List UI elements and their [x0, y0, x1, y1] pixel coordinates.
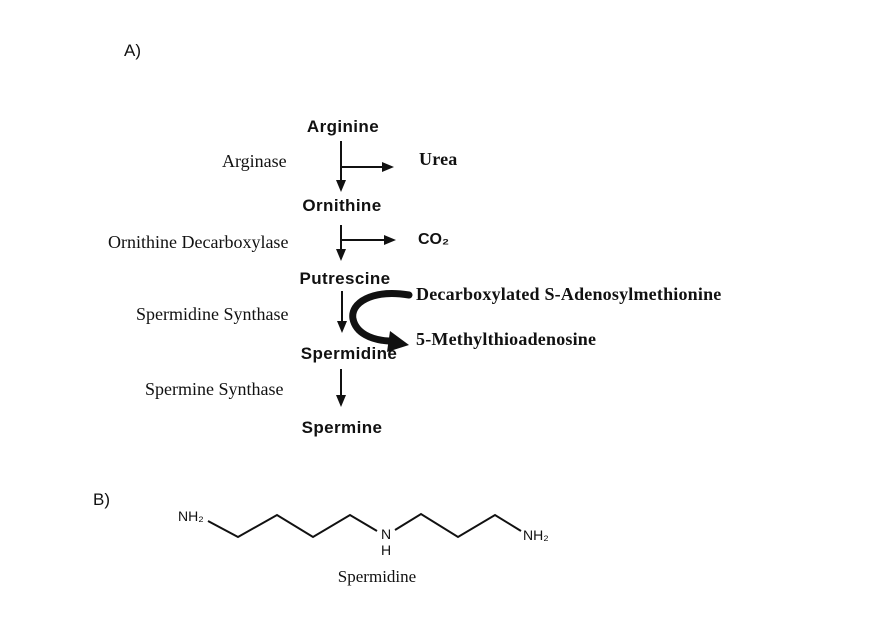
arrow-arginine-to-ornithine	[336, 141, 394, 192]
coproduct-mta: 5-Methylthioadenosine	[416, 329, 597, 349]
pathway-arrows	[336, 141, 413, 407]
atom-secondary-hydrogen: H	[380, 542, 392, 558]
spermidine-structure-bonds	[207, 512, 522, 539]
node-ornithine: Ornithine	[302, 196, 382, 215]
enzyme-spermine-synthase: Spermine Synthase	[145, 379, 284, 399]
bond-chain-left	[207, 513, 378, 539]
node-spermine: Spermine	[301, 418, 383, 437]
enzyme-arginase: Arginase	[222, 151, 287, 171]
molecule-caption: Spermidine	[337, 567, 417, 586]
atom-secondary-nitrogen: N	[380, 526, 392, 542]
enzyme-spermidine-synthase: Spermidine Synthase	[136, 304, 289, 324]
atom-left-amine: NH₂	[178, 508, 204, 524]
arrow-spermidine-to-spermine	[336, 369, 346, 407]
node-putrescine: Putrescine	[299, 269, 391, 288]
cosubstrate-dcsam: Decarboxylated S-Adenosylmethionine	[416, 284, 722, 304]
byproduct-urea: Urea	[419, 149, 458, 169]
node-arginine: Arginine	[306, 117, 380, 136]
panel-a-label: A)	[124, 41, 141, 60]
arrow-ornithine-to-putrescine	[336, 225, 396, 261]
arrow-dcsam-to-mta-curved	[349, 290, 413, 352]
bond-chain-right	[394, 512, 522, 539]
node-spermidine: Spermidine	[300, 344, 398, 363]
panel-b-label: B)	[93, 490, 110, 509]
arrow-putrescine-to-spermidine	[337, 291, 347, 333]
atom-right-amine: NH₂	[523, 527, 549, 543]
enzyme-ornithine-decarboxylase: Ornithine Decarboxylase	[108, 232, 289, 252]
byproduct-co2: CO₂	[418, 231, 450, 248]
